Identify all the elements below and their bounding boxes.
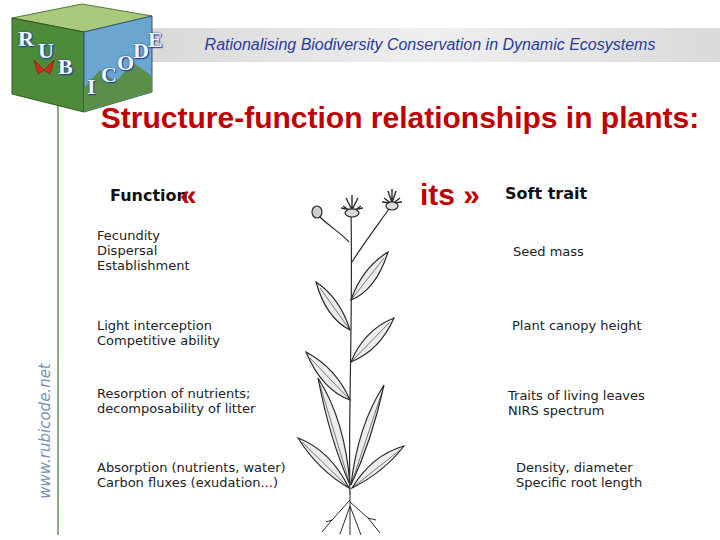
logo-letter: I (87, 74, 96, 100)
logo-letter: D (133, 38, 149, 64)
logo-letter: E (148, 27, 163, 53)
slide-title: Structure-function relationships in plan… (100, 100, 700, 136)
logo-letter: O (117, 50, 134, 76)
logo-cube (12, 4, 152, 112)
function-text: Resorption of nutrients; decomposability… (97, 386, 327, 416)
trait-text: Traits of living leaves NIRS spectrum (508, 388, 653, 418)
logo-letter: C (101, 62, 117, 88)
subtitle-fragment: « (180, 178, 197, 212)
logo-letter: R (18, 26, 34, 52)
column-heading: Function (110, 186, 188, 205)
header-text: Rationalising Biodiversity Conservation … (150, 36, 710, 54)
logo-letter: B (58, 54, 73, 80)
function-text: Fecundity Dispersal Establishment (97, 228, 217, 273)
website-watermark: www.rubicode.net (36, 356, 54, 506)
trait-text: Plant canopy height (512, 318, 712, 333)
trait-text: Density, diameter Specific root length (516, 460, 651, 490)
logo-letter: U (38, 38, 54, 64)
side-rule (57, 100, 59, 535)
header-band (140, 28, 720, 62)
function-text: Absorption (nutrients, water) Carbon flu… (97, 460, 297, 490)
plant-illustration (298, 189, 404, 535)
function-text: Light interception Competitive ability (97, 318, 227, 348)
subtitle-fragment: its » (420, 178, 480, 212)
column-heading: Soft trait (505, 184, 587, 203)
trait-text: Seed mass (513, 244, 673, 259)
